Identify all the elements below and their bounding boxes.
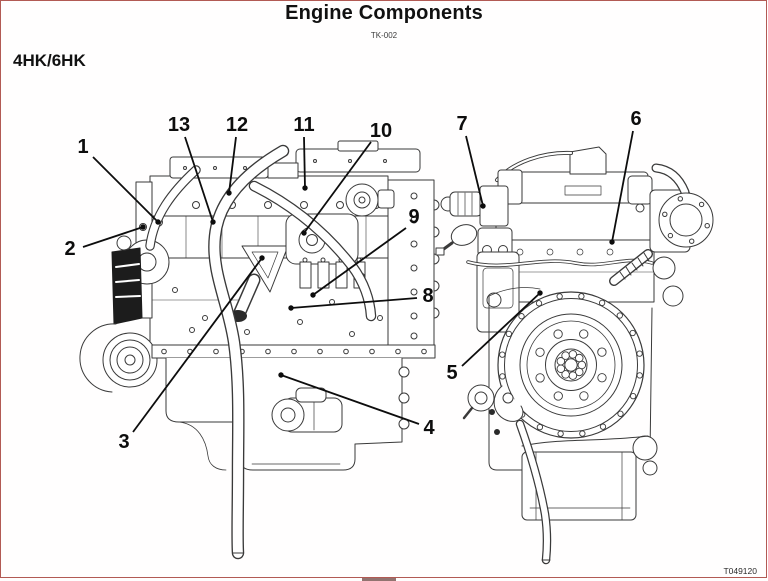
callout-9: 9 — [310, 206, 420, 298]
callout-number-12: 12 — [226, 114, 248, 136]
callout-number-9: 9 — [408, 206, 419, 228]
callout-number-4: 4 — [423, 417, 435, 439]
callout-number-13: 13 — [168, 114, 190, 136]
model-label: 4HK/6HK — [13, 51, 86, 70]
callout-7: 7 — [456, 113, 486, 209]
callout-number-10: 10 — [370, 120, 392, 142]
callout-number-6: 6 — [630, 108, 641, 130]
callout-4: 4 — [278, 372, 435, 439]
callout-12: 12 — [226, 114, 248, 196]
callout-11: 11 — [293, 114, 315, 191]
callout-number-5: 5 — [446, 362, 457, 384]
callout-number-1: 1 — [77, 136, 88, 158]
callout-number-7: 7 — [456, 113, 467, 135]
engine-rear-view-art — [435, 146, 714, 565]
callout-10: 10 — [301, 120, 392, 236]
callout-8: 8 — [288, 285, 434, 311]
callout-13: 13 — [168, 114, 216, 225]
callout-6: 6 — [609, 108, 642, 245]
callout-number-8: 8 — [422, 285, 433, 307]
drawing-number: T049120 — [723, 566, 757, 576]
callout-number-3: 3 — [118, 431, 129, 453]
callout-number-2: 2 — [64, 238, 75, 260]
figure-code: TK-002 — [370, 31, 398, 40]
callout-1: 1 — [77, 136, 161, 225]
page-edge-artifact — [362, 578, 396, 581]
callout-2: 2 — [64, 224, 146, 260]
callout-3: 3 — [118, 255, 265, 453]
callout-5: 5 — [446, 290, 543, 384]
page-title: Engine Components — [285, 2, 483, 24]
engine-side-view-art — [79, 140, 440, 560]
callout-number-11: 11 — [293, 114, 314, 136]
